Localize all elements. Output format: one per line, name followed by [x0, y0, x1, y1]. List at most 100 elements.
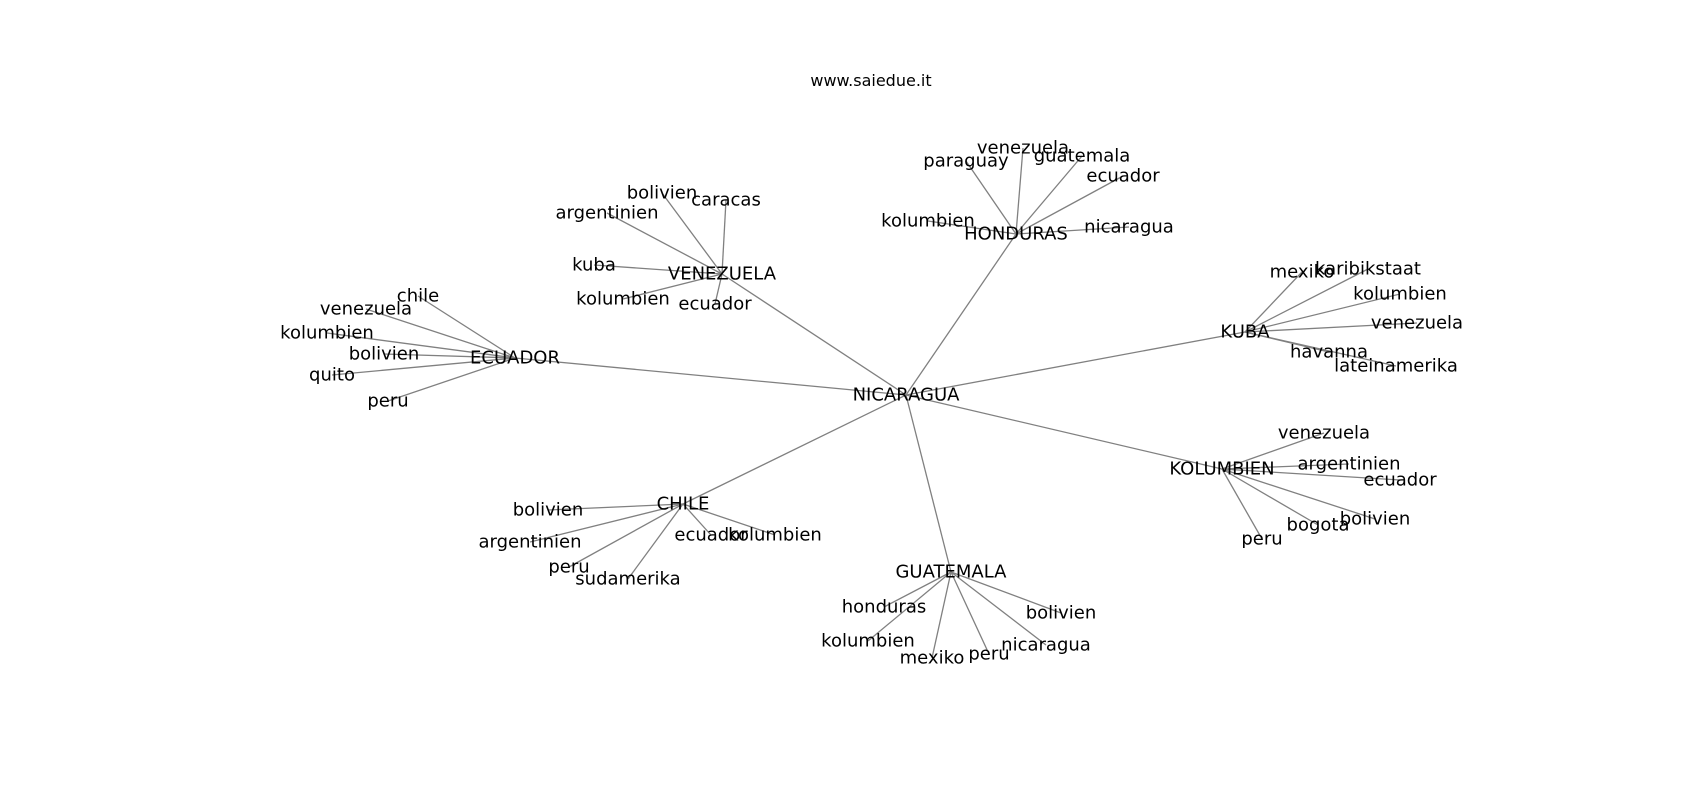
hub-node-honduras: HONDURAS — [964, 224, 1068, 245]
edge-venezuela-kolumbien — [622, 273, 723, 300]
edge-honduras-ecuador — [1015, 175, 1124, 235]
edge-honduras-guatemala — [1015, 155, 1083, 235]
leaf-node-kuba-lateinamerika: lateinamerika — [1334, 356, 1458, 377]
leaf-node-honduras-kolumbien: kolumbien — [881, 211, 975, 232]
leaf-node-ecuador-chile: chile — [397, 286, 439, 307]
edge-venezuela-kuba — [593, 264, 723, 275]
leaf-node-chile-argentinien: argentinien — [479, 532, 582, 553]
edge-guatemala-bolivien — [950, 571, 1062, 614]
edge-ecuador-kolumbien — [326, 332, 516, 359]
leaf-node-chile-peru: peru — [548, 557, 589, 578]
edge-center-chile — [682, 394, 907, 505]
leaf-node-venezuela-kuba: kuba — [572, 255, 616, 276]
edge-venezuela-bolivien — [661, 192, 723, 275]
edge-ecuador-venezuela — [365, 308, 516, 359]
leaf-node-honduras-venezuela: venezuela — [977, 138, 1069, 159]
edge-kuba-kolumbien — [1244, 293, 1401, 333]
edge-kolumbien-bogota — [1221, 468, 1319, 526]
hub-node-guatemala: GUATEMALA — [895, 562, 1007, 583]
leaf-node-kolumbien-bolivien: bolivien — [1340, 509, 1411, 530]
edges-layer — [326, 147, 1418, 659]
hub-node-venezuela: VENEZUELA — [668, 264, 777, 285]
edge-chile-peru — [568, 503, 684, 568]
leaf-node-kolumbien-peru: peru — [1241, 529, 1282, 550]
hub-node-kolumbien: KOLUMBIEN — [1169, 459, 1274, 480]
edge-guatemala-mexiko — [931, 571, 952, 659]
leaf-node-honduras-nicaragua: nicaragua — [1084, 217, 1174, 238]
hub-node-kuba: KUBA — [1220, 322, 1270, 343]
edge-kuba-lateinamerika — [1244, 331, 1397, 367]
leaf-node-chile-sudamerika: sudamerika — [575, 569, 680, 590]
edge-chile-sudamerika — [627, 503, 684, 580]
leaf-node-guatemala-honduras: honduras — [842, 597, 926, 618]
leaf-node-chile-ecuador: ecuador — [674, 525, 748, 546]
leaf-node-honduras-guatemala: guatemala — [1034, 146, 1131, 167]
diagram-title: www.saiedue.it — [810, 71, 932, 90]
edge-guatemala-nicaragua — [950, 571, 1047, 646]
edge-ecuador-quito — [331, 357, 516, 376]
hub-node-chile: CHILE — [657, 494, 710, 515]
leaf-node-guatemala-peru: peru — [968, 644, 1009, 665]
edge-kolumbien-venezuela — [1221, 432, 1325, 470]
leaf-node-ecuador-peru: peru — [367, 391, 408, 412]
leaf-node-guatemala-bolivien: bolivien — [1026, 603, 1097, 624]
leaf-node-ecuador-kolumbien: kolumbien — [280, 323, 374, 344]
leaf-node-ecuador-quito: quito — [309, 365, 355, 386]
leaf-node-venezuela-argentinien: argentinien — [556, 203, 659, 224]
leaf-node-guatemala-mexiko: mexiko — [900, 648, 965, 669]
leaf-node-venezuela-caracas: caracas — [691, 190, 761, 211]
edge-venezuela-caracas — [721, 199, 727, 275]
edge-chile-ecuador — [682, 503, 712, 536]
leaf-node-venezuela-kolumbien: kolumbien — [576, 289, 670, 310]
leaf-node-ecuador-bolivien: bolivien — [349, 344, 420, 365]
edge-honduras-kolumbien — [927, 220, 1017, 235]
hub-node-ecuador: ECUADOR — [470, 348, 560, 369]
labels-layer: NICARAGUAECUADORchilevenezuelakolumbienb… — [280, 138, 1463, 669]
leaf-node-guatemala-nicaragua: nicaragua — [1001, 635, 1091, 656]
edge-center-honduras — [905, 233, 1017, 396]
center-node-label: NICARAGUA — [853, 385, 961, 406]
leaf-node-kolumbien-ecuador: ecuador — [1363, 470, 1437, 491]
leaf-node-honduras-paraguay: paraguay — [923, 151, 1009, 172]
edge-kuba-venezuela — [1244, 322, 1418, 333]
leaf-node-venezuela-ecuador: ecuador — [678, 294, 752, 315]
leaf-node-honduras-ecuador: ecuador — [1086, 166, 1160, 187]
edge-ecuador-chile — [417, 295, 516, 359]
edge-center-ecuador — [514, 357, 907, 396]
edge-chile-bolivien — [547, 503, 684, 511]
leaf-node-kolumbien-venezuela: venezuela — [1278, 423, 1370, 444]
leaf-node-kuba-havanna: havanna — [1290, 342, 1368, 363]
edge-center-venezuela — [721, 273, 907, 396]
edge-center-kolumbien — [905, 394, 1223, 470]
edge-center-guatemala — [905, 394, 952, 573]
leaf-node-chile-kolumbien: kolumbien — [728, 525, 822, 546]
edge-kolumbien-ecuador — [1221, 468, 1401, 481]
edge-venezuela-ecuador — [714, 273, 723, 305]
edge-chile-argentinien — [529, 503, 684, 543]
edge-guatemala-honduras — [883, 571, 952, 608]
edge-chile-kolumbien — [682, 503, 776, 536]
edge-kuba-karibikstaat — [1244, 268, 1369, 333]
edge-kolumbien-argentinien — [1221, 463, 1350, 470]
leaf-node-ecuador-venezuela: venezuela — [320, 299, 412, 320]
edge-honduras-venezuela — [1015, 147, 1024, 235]
leaf-node-venezuela-bolivien: bolivien — [627, 183, 698, 204]
edge-ecuador-peru — [387, 357, 516, 402]
edge-venezuela-argentinien — [606, 212, 723, 275]
edge-guatemala-peru — [950, 571, 990, 655]
edge-guatemala-kolumbien — [867, 571, 952, 642]
leaf-node-kolumbien-bogota: bogota — [1287, 515, 1350, 536]
edge-honduras-nicaragua — [1015, 226, 1130, 235]
edge-kolumbien-bolivien — [1221, 468, 1376, 520]
edge-ecuador-bolivien — [383, 353, 516, 359]
leaf-node-chile-bolivien: bolivien — [513, 500, 584, 521]
edge-kolumbien-peru — [1221, 468, 1263, 540]
leaf-node-kolumbien-argentinien: argentinien — [1298, 454, 1401, 475]
leaf-node-kuba-venezuela: venezuela — [1371, 313, 1463, 334]
edge-kuba-mexiko — [1244, 271, 1303, 333]
leaf-node-guatemala-kolumbien: kolumbien — [821, 631, 915, 652]
edge-honduras-paraguay — [965, 160, 1017, 235]
leaf-node-kuba-kolumbien: kolumbien — [1353, 284, 1447, 305]
edge-center-kuba — [905, 331, 1246, 396]
